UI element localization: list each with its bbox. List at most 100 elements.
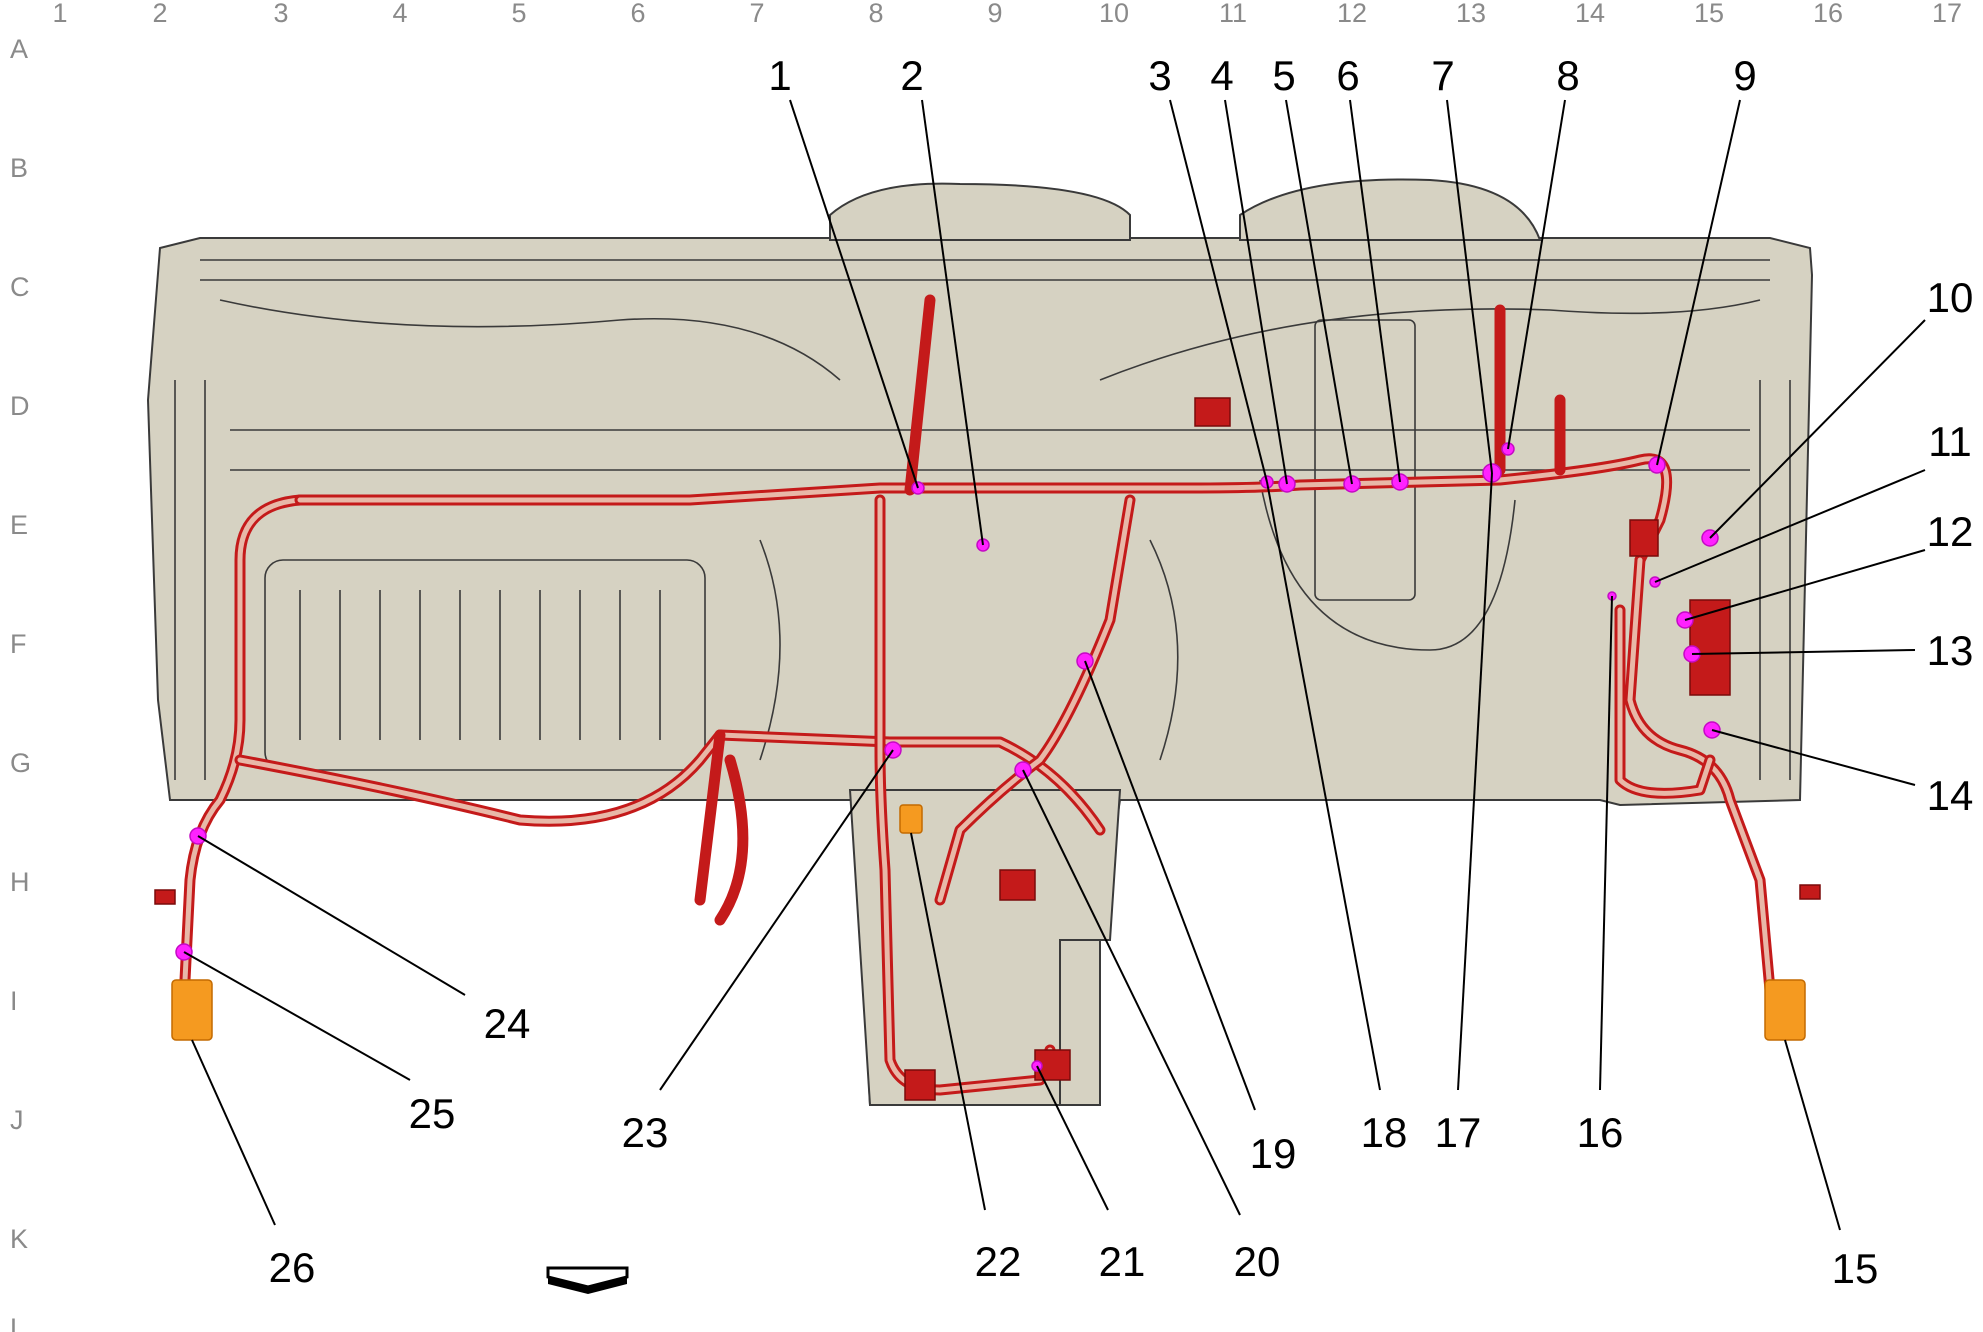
- leader-6: [1349, 99, 1401, 483]
- grid-col-label: 12: [1337, 0, 1367, 28]
- callout-24: 24: [484, 1000, 531, 1047]
- connector: [1194, 397, 1231, 427]
- harness-glovebox-branch: [694, 729, 749, 926]
- connector: [1629, 519, 1659, 557]
- callout-15: 15: [1832, 1245, 1879, 1292]
- leader-9: [1656, 99, 1741, 466]
- steering-bracket: [1314, 319, 1416, 601]
- connector: [1799, 884, 1821, 900]
- callout-6: 6: [1336, 52, 1359, 99]
- callout-11: 11: [1928, 418, 1972, 465]
- leader-25: [183, 951, 411, 1081]
- callout-7: 7: [1431, 52, 1454, 99]
- callout-5: 5: [1272, 52, 1295, 99]
- callout-8: 8: [1556, 52, 1579, 99]
- leader-16: [1599, 595, 1613, 1091]
- grid-col-label: 3: [273, 0, 288, 28]
- grid-col-label: 10: [1099, 0, 1129, 28]
- leader-11: [1654, 469, 1926, 583]
- callout-26: 26: [269, 1244, 316, 1291]
- connector: [999, 869, 1036, 901]
- orange-connector: [1764, 979, 1806, 1041]
- grid-row-label: A: [10, 34, 28, 64]
- grid-col-label: 4: [392, 0, 407, 28]
- leader-13: [1691, 649, 1916, 655]
- glove-box-ribs: [299, 590, 661, 740]
- grid-col-label: 14: [1575, 0, 1605, 28]
- callout-2: 2: [900, 52, 923, 99]
- grid-row-label: G: [10, 748, 31, 778]
- callout-19: 19: [1250, 1130, 1297, 1177]
- callout-25: 25: [409, 1090, 456, 1137]
- harness-upper-feeds: [904, 294, 1566, 496]
- orange-connector: [171, 979, 213, 1041]
- grid-col-label: 16: [1813, 0, 1843, 28]
- callout-9: 9: [1733, 52, 1756, 99]
- callout-numbers: 1 2 3 4 5 6 7 8 9 10 11 12 13 14 15 16 1…: [269, 52, 1974, 1292]
- grid-row-labels: A B C D E F G H I J K L: [10, 34, 31, 1332]
- instrument-panel: [146, 178, 1814, 1106]
- orange-connector: [899, 804, 923, 834]
- grid-row-label: I: [10, 986, 18, 1016]
- leader-7: [1446, 99, 1493, 474]
- leader-1: [789, 99, 919, 489]
- harness-right-drop-core: [1627, 557, 1773, 993]
- leader-18: [1266, 481, 1381, 1091]
- callout-3: 3: [1148, 52, 1171, 99]
- front-direction-arrow-icon: [546, 1266, 629, 1294]
- grid-col-label: 9: [987, 0, 1002, 28]
- callout-12: 12: [1927, 508, 1974, 555]
- leader-17: [1457, 472, 1493, 1091]
- callout-17: 17: [1435, 1109, 1482, 1156]
- grid-col-label: 5: [511, 0, 526, 28]
- leader-4: [1224, 99, 1288, 485]
- grid-col-label: 7: [749, 0, 764, 28]
- callout-1: 1: [768, 52, 791, 99]
- top-rail: [200, 259, 1770, 281]
- cluster-hood-right: [1239, 178, 1542, 241]
- leader-20: [1022, 769, 1241, 1216]
- grid-row-label: E: [10, 510, 28, 540]
- grid-row-label: F: [10, 629, 27, 659]
- callout-18: 18: [1361, 1109, 1408, 1156]
- leader-19: [1084, 660, 1256, 1111]
- cluster-hood-left: [829, 182, 1131, 241]
- grid-col-label: 1: [52, 0, 67, 28]
- connector: [904, 1069, 936, 1101]
- grid-col-label: 17: [1932, 0, 1962, 28]
- leader-12: [1684, 549, 1926, 621]
- grid-col-label: 11: [1219, 0, 1247, 28]
- callout-13: 13: [1927, 627, 1974, 674]
- callout-4: 4: [1210, 52, 1233, 99]
- callout-14: 14: [1927, 772, 1974, 819]
- leader-10: [1709, 319, 1926, 539]
- callout-22: 22: [975, 1238, 1022, 1285]
- grid-row-label: C: [10, 272, 30, 302]
- leader-23: [659, 749, 894, 1091]
- leader-3: [1169, 99, 1268, 483]
- connector: [154, 889, 176, 905]
- grid-col-label: 2: [152, 0, 167, 28]
- harness-fusebox-loop-core: [1617, 607, 1713, 796]
- grid-row-label: H: [10, 867, 30, 897]
- left-end-panel: [174, 380, 206, 780]
- grid-row-label: D: [10, 391, 30, 421]
- grid-col-label: 13: [1456, 0, 1486, 28]
- duct-left: [219, 299, 841, 381]
- grid-col-label: 8: [868, 0, 883, 28]
- leader-22: [910, 832, 986, 1211]
- callout-16: 16: [1577, 1109, 1624, 1156]
- leader-lines: [183, 99, 1926, 1231]
- grid-row-label: J: [10, 1105, 24, 1135]
- steering-column-cutout: [1259, 479, 1516, 651]
- leader-24: [197, 835, 466, 996]
- callout-23: 23: [622, 1109, 669, 1156]
- center-duct-fins: [759, 539, 1179, 761]
- grid-col-label: 6: [630, 0, 645, 28]
- leader-15: [1784, 1039, 1841, 1231]
- leader-2: [921, 99, 984, 546]
- grid-col-label: 15: [1694, 0, 1724, 28]
- callout-20: 20: [1234, 1238, 1281, 1285]
- leader-8: [1507, 99, 1566, 450]
